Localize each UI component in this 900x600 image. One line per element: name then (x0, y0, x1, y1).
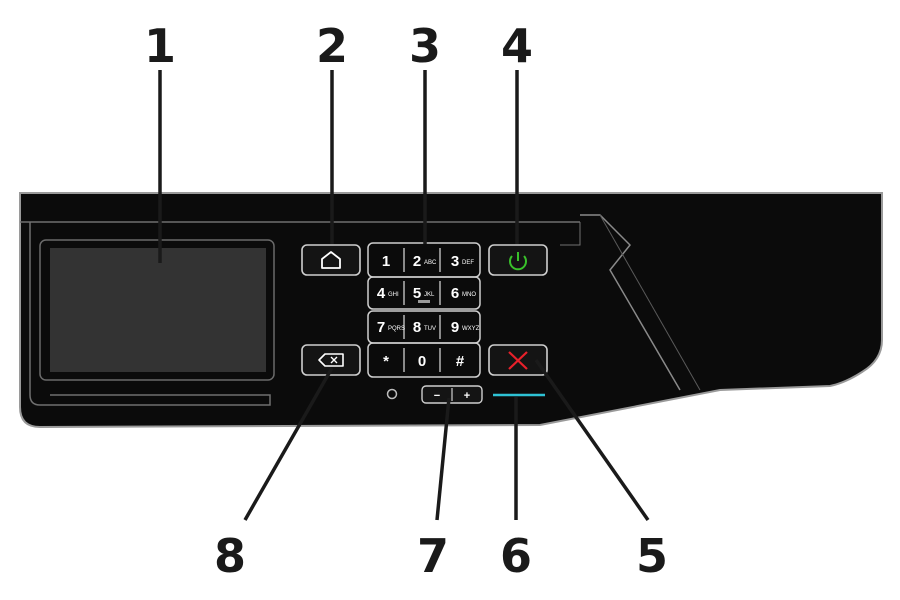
key-5-tactile-mark (418, 300, 430, 303)
backspace-button[interactable] (301, 344, 361, 376)
callout-7: 7 (417, 529, 449, 583)
callout-1: 1 (144, 19, 176, 73)
stop-x-icon (508, 351, 528, 370)
power-button[interactable] (488, 244, 548, 276)
callout-8: 8 (214, 529, 246, 583)
keypad-key[interactable]: 0 (418, 353, 426, 370)
keypad-key-digit: 5 (413, 285, 421, 302)
callout-6: 6 (500, 529, 532, 583)
keypad-key-letters: PQRS (388, 326, 405, 332)
touch-screen[interactable] (39, 239, 275, 381)
keypad-key-digit: 1 (382, 253, 390, 270)
keypad-key-letters: JKL (424, 292, 435, 298)
keypad-key-digit: 9 (451, 319, 459, 336)
callout-5: 5 (636, 529, 668, 583)
keypad-key-digit: # (456, 353, 465, 370)
callout-4: 4 (501, 19, 533, 73)
keypad-row-2 (367, 276, 481, 310)
volume-buttons[interactable]: − + (421, 385, 483, 404)
volume-down-label: − (434, 390, 440, 402)
callout-numbers: 1 2 3 4 5 6 7 8 (144, 19, 668, 583)
keypad-key-digit: * (383, 353, 389, 370)
callout-3: 3 (409, 19, 441, 73)
keypad-key[interactable]: # (456, 353, 465, 370)
power-icon (509, 252, 527, 271)
keypad-key-letters: ABC (424, 260, 437, 266)
leader-line-5 (534, 358, 650, 522)
home-button[interactable] (301, 244, 361, 276)
keypad-key-digit: 7 (377, 319, 385, 336)
stop-button[interactable] (488, 344, 548, 376)
headset-jack-icon (386, 388, 398, 400)
keypad-dividers (403, 248, 441, 372)
home-icon (321, 251, 341, 269)
keypad-key-letters: TUV (424, 326, 436, 332)
backspace-icon (318, 353, 344, 367)
volume-up-label: + (464, 390, 470, 402)
keypad-key-letters: DEF (462, 260, 474, 266)
keypad-key-digit: 3 (451, 253, 459, 270)
leader-lines (158, 70, 650, 522)
keypad-key-letters: MNO (462, 292, 476, 298)
callout-2: 2 (316, 19, 348, 73)
keypad-key[interactable]: * (383, 353, 389, 370)
keypad-key-digit: 0 (418, 353, 426, 370)
keypad-key[interactable]: 1 (382, 253, 390, 270)
leader-line-7 (435, 397, 451, 521)
keypad-key-digit: 6 (451, 285, 459, 302)
keypad-key-letters: GHI (388, 292, 399, 298)
leader-line-8 (243, 367, 334, 521)
keypad-key-letters: WXYZ (462, 326, 480, 332)
keypad-key-digit: 4 (377, 285, 386, 302)
keypad-key-digit: 8 (413, 319, 421, 336)
keypad-row-4 (367, 342, 481, 378)
keypad-key-digit: 2 (413, 253, 421, 270)
